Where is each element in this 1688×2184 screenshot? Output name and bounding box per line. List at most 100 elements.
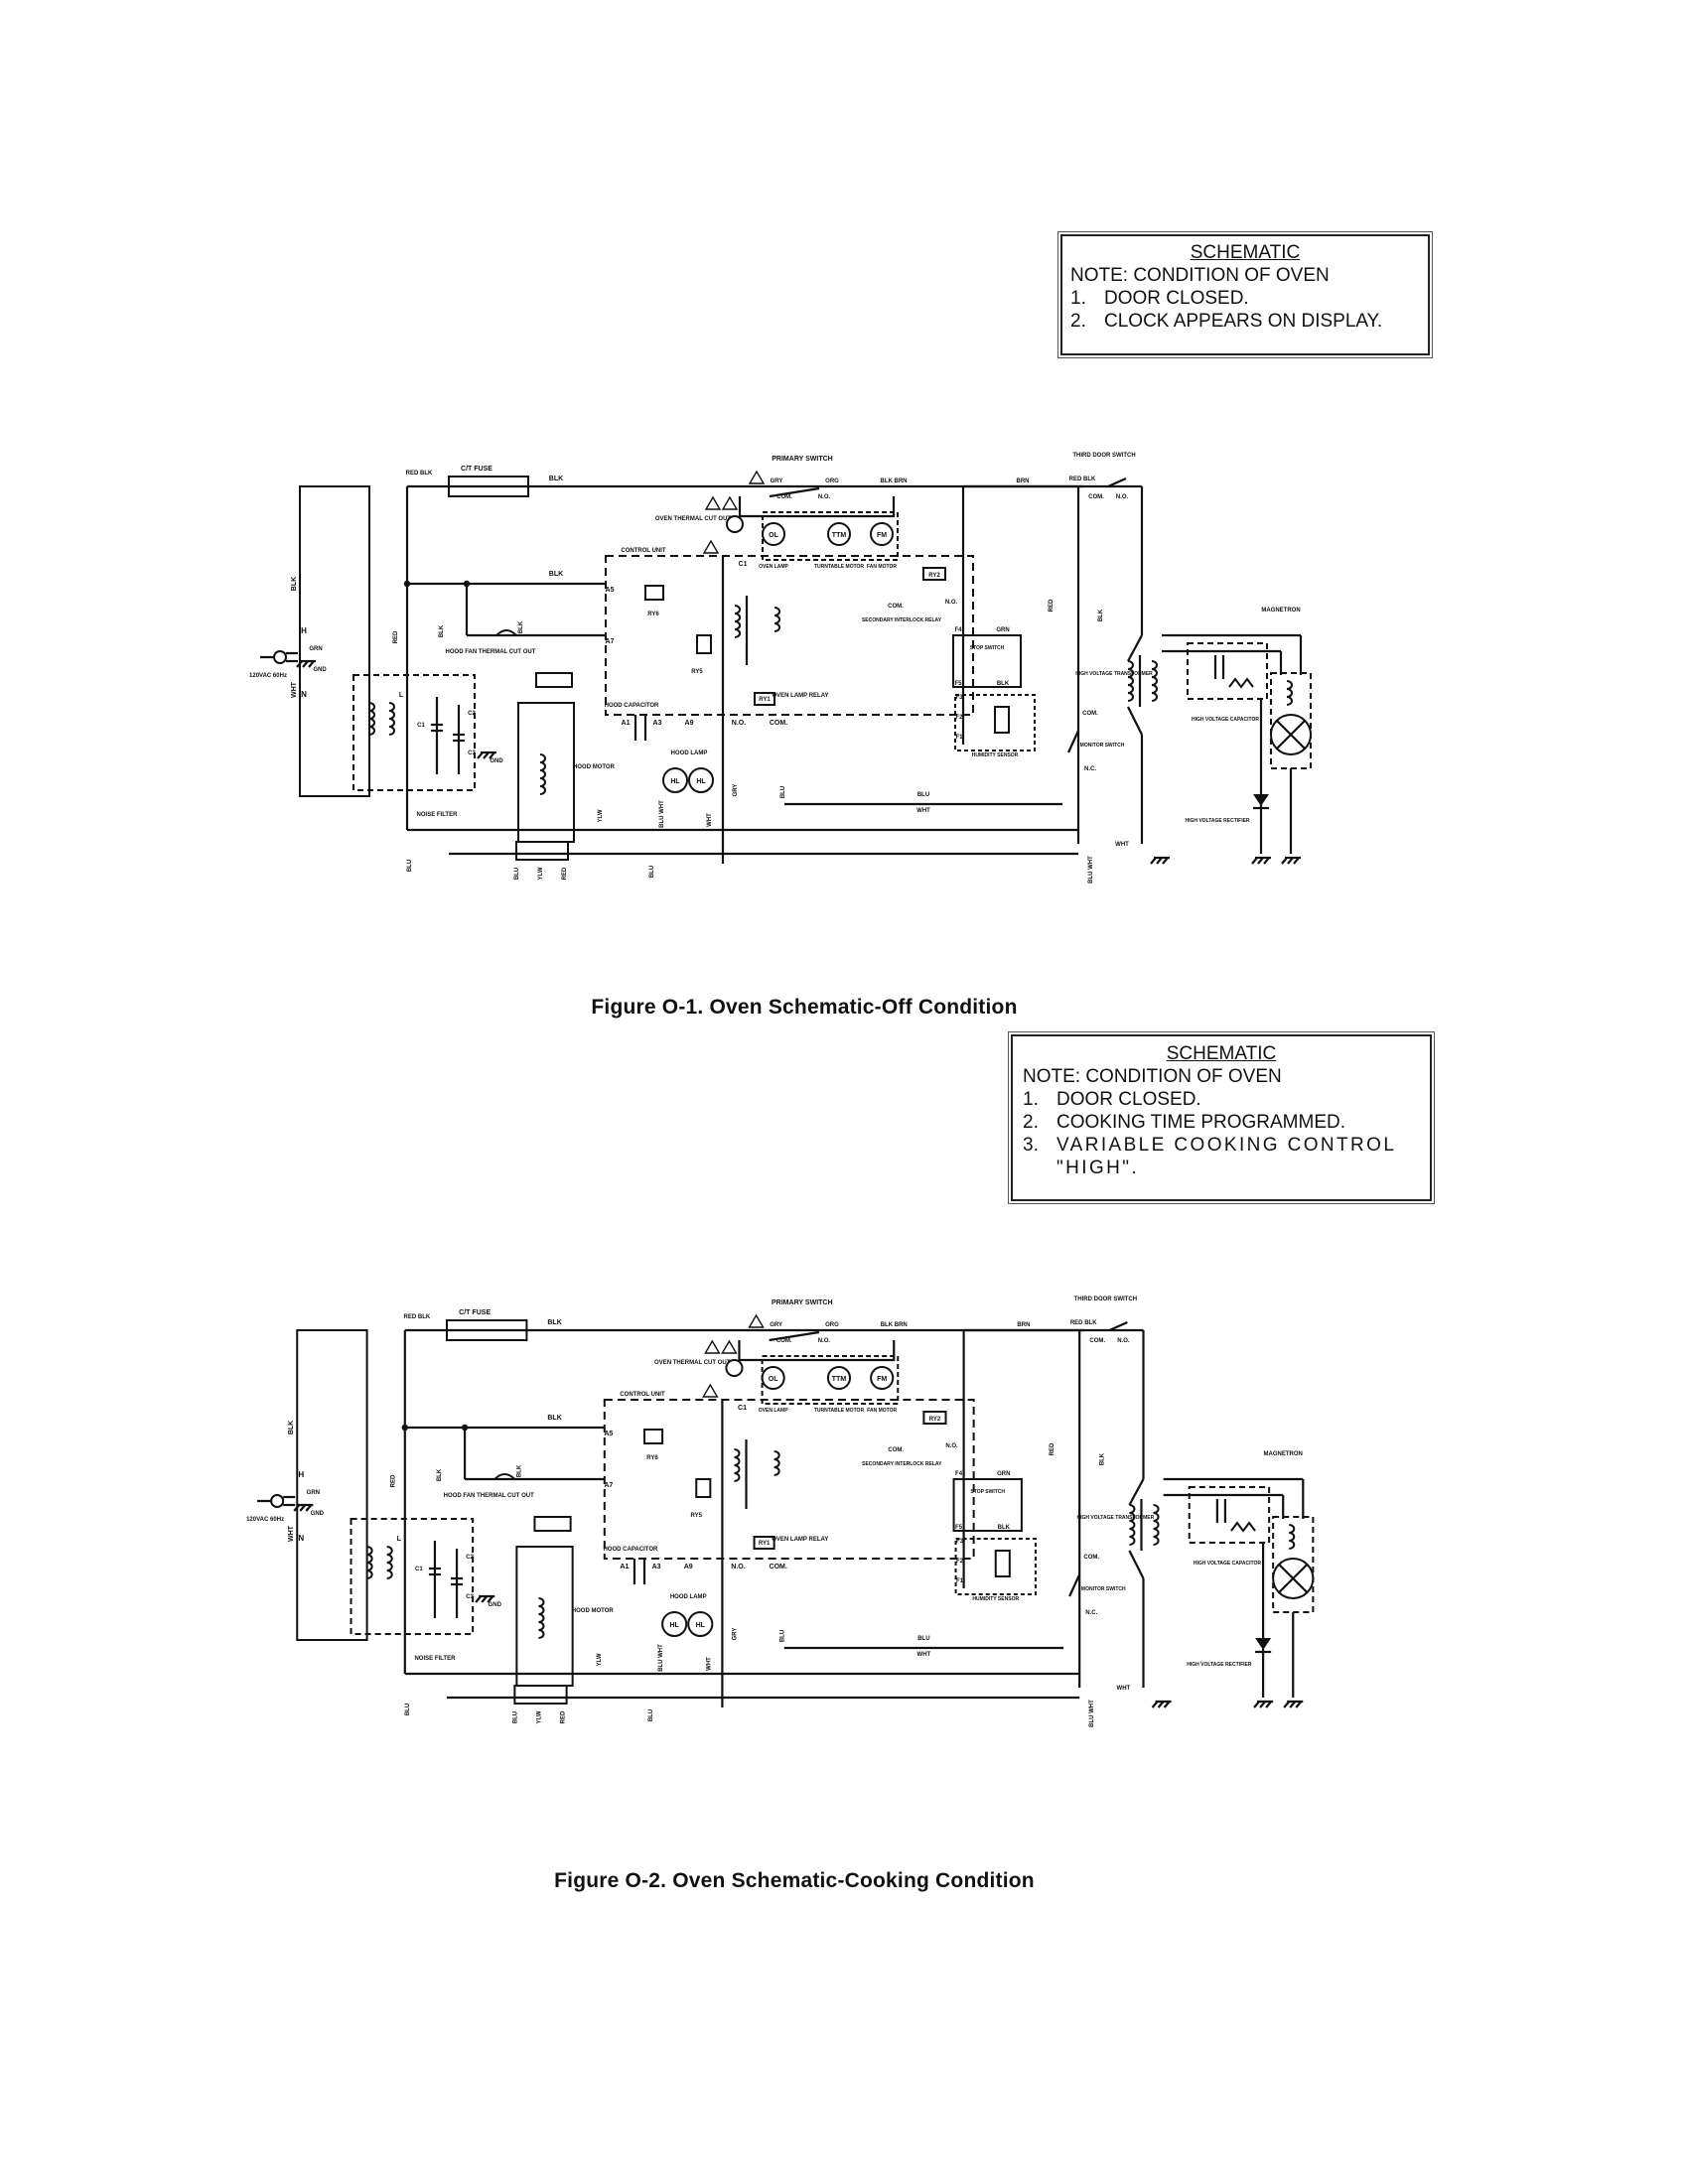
wire-label: WHT (288, 1525, 295, 1542)
note-item-text: CLOCK APPEARS ON DISPLAY. (1104, 311, 1383, 332)
note-item-number: 2. (1023, 1112, 1039, 1133)
component-label: OVEN LAMP (759, 564, 788, 570)
wire (1257, 857, 1264, 865)
terminal-label: N.O. (945, 1443, 958, 1449)
note-item-text: DOOR CLOSED. (1104, 288, 1249, 309)
ctf-fuse-label: C/T FUSE (461, 466, 492, 473)
terminal-label: N.O. (945, 600, 958, 606)
relay-ry5 (695, 1478, 712, 1498)
coil-icon (1129, 1504, 1136, 1546)
wire-label: BLK (998, 1525, 1011, 1531)
figure-caption-1: Figure O-1. Oven Schematic-Off Condition (591, 996, 1018, 1019)
relay-ry6 (642, 1429, 664, 1444)
wire-label: BLU (407, 860, 413, 872)
wire-label: WHT (706, 1657, 712, 1671)
schematic-note-1: SCHEMATIC NOTE: CONDITION OF OVEN 1. DOO… (1057, 231, 1433, 358)
component-label: HL (696, 778, 706, 785)
wire-label: RED (393, 630, 399, 643)
ground-label: GND (311, 1511, 325, 1517)
note-item-number: 2. (1070, 311, 1086, 332)
terminal-label: N.O. (1116, 494, 1129, 500)
relay-label: RY1 (759, 1541, 771, 1547)
terminal-label: N.C. (1085, 1610, 1097, 1616)
humidity-sensor-box (954, 694, 1036, 751)
wire-label: WHT (916, 808, 930, 814)
wire-label: GRY (733, 784, 739, 797)
relay-label: RY6 (647, 612, 659, 617)
wire (1263, 857, 1270, 865)
secondary-interlock-label: SECONDARY INTERLOCK RELAY (862, 617, 942, 623)
component-label: C1 (415, 1567, 423, 1572)
terminal-label: COM. (1082, 711, 1098, 717)
secondary-interlock-label: SECONDARY INTERLOCK RELAY (862, 1461, 942, 1467)
wire (1283, 1701, 1291, 1708)
wire (738, 1340, 896, 1362)
magnetron-label: MAGNETRON (1261, 608, 1300, 614)
wire-label: BLU WHT (659, 800, 665, 828)
hood-motor-box (517, 702, 575, 843)
terminal-label: C1 (738, 1405, 747, 1412)
wire (1281, 857, 1288, 865)
wire-label: BLK (439, 624, 445, 637)
terminal-label: F1 (956, 1578, 964, 1584)
component-label: C2 (468, 711, 476, 717)
coil-icon (538, 1597, 545, 1639)
note-item-text: COOKING TIME PROGRAMMED. (1056, 1112, 1346, 1133)
component-label: OL (769, 532, 778, 539)
plug-icon (273, 650, 287, 664)
wire (769, 486, 820, 498)
wire (1251, 857, 1258, 865)
component-label: TURNTABLE MOTOR (814, 564, 864, 570)
wire-label: WHT (291, 681, 298, 698)
coil-icon (1153, 1504, 1160, 1546)
wire-label: BLU (649, 866, 655, 878)
noise-filter-label: NOISE FILTER (417, 812, 459, 818)
relay-ry6 (644, 585, 664, 601)
hood-lamp-label: HOOD LAMP (670, 1594, 707, 1600)
relay-label: RY2 (928, 573, 940, 579)
wire-label: BLK (997, 681, 1010, 687)
component-label: OL (769, 1376, 778, 1383)
relay-ry5 (696, 634, 712, 654)
ground-label: GND (313, 667, 327, 673)
wire (1163, 1701, 1171, 1708)
wire (1151, 1701, 1159, 1708)
wire-label: ORG (825, 1322, 839, 1328)
wire (1276, 720, 1306, 750)
hood-lamp-icon (687, 1611, 714, 1637)
relay-label: RY1 (759, 697, 771, 703)
humidity-sensor-box (954, 1538, 1037, 1595)
warning-icon (702, 539, 720, 554)
wire (475, 1595, 483, 1603)
wire-label: BLU (780, 1630, 786, 1642)
terminal-label: A5 (606, 587, 615, 594)
component-label: FAN MOTOR (867, 564, 897, 570)
terminal-label: A3 (652, 1564, 661, 1570)
wire-label: RED BLK (403, 1314, 430, 1320)
relay-label: RY6 (646, 1455, 658, 1461)
wire-label: BLU (405, 1704, 411, 1715)
humidity-sensor-label: HUMIDITY SENSOR (972, 752, 1019, 758)
hood-capacitor-label: HOOD CAPACITOR (603, 1547, 658, 1553)
wire-label: BLK (288, 1421, 295, 1434)
wire-label: GRN (307, 1490, 320, 1496)
primary-switch-label: PRIMARY SWITCH (772, 456, 832, 463)
wire-label: BLU (512, 1711, 518, 1723)
component-label: C3 (468, 751, 476, 756)
wire-label: GRN (309, 646, 322, 652)
hv-rectifier-icon (1253, 794, 1269, 806)
component-label: FM (877, 1376, 887, 1383)
terminal-label: N (301, 690, 307, 699)
hv-capacitor-label: HIGH VOLTAGE CAPACITOR (1194, 1561, 1262, 1567)
wire-label: RED (391, 1474, 397, 1487)
hood-terminal-block (535, 672, 573, 688)
hood-fan-thermal-icon (493, 1473, 516, 1480)
wire-label: RED BLK (1070, 1320, 1097, 1326)
wire-label: WHT (1117, 1686, 1131, 1692)
wire (1107, 477, 1127, 488)
hv-rectifier-label: HIGH VOLTAGE RECTIFIER (1185, 818, 1249, 824)
hood-fan-thermal-label: HOOD FAN THERMAL CUT OUT (444, 1493, 534, 1499)
relay-ry2 (922, 1411, 947, 1425)
power-cord-block (296, 1329, 368, 1641)
